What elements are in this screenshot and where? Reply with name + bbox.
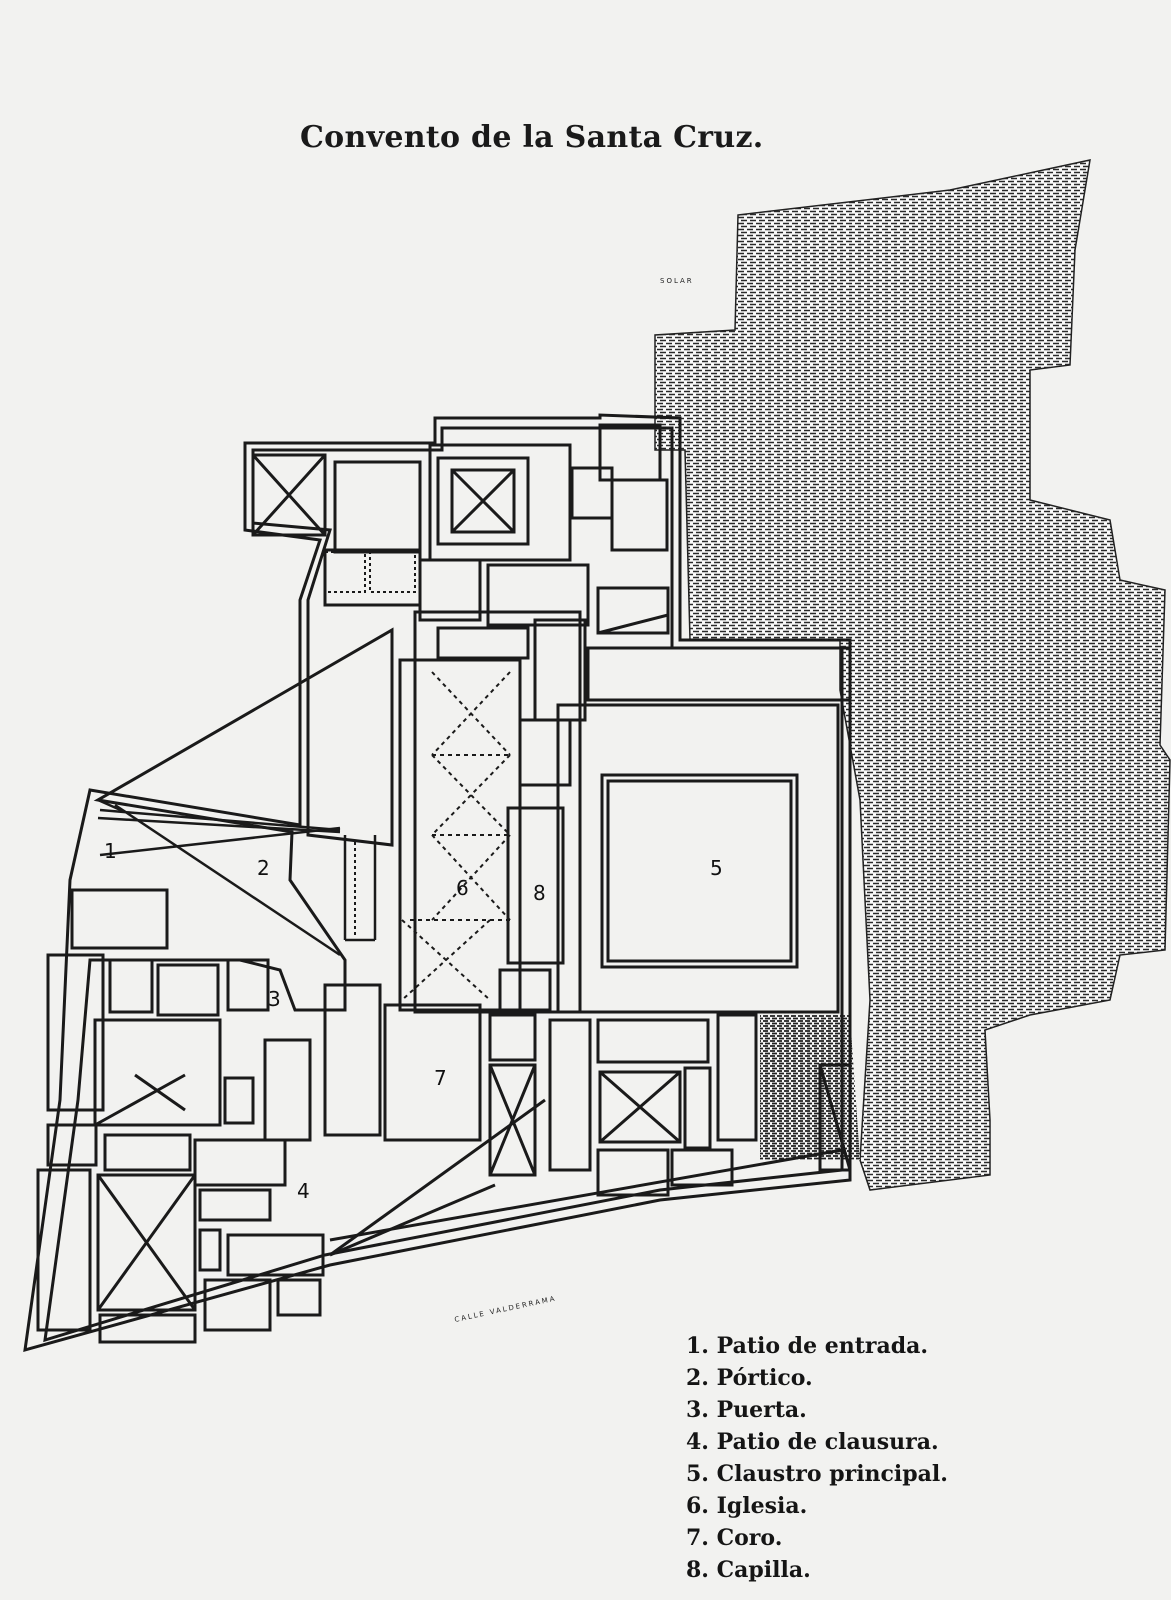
legend-item-1: 1. Patio de entrada. [686, 1333, 929, 1359]
legend-item-8: 8. Capilla. [686, 1557, 811, 1583]
north-wing [251, 423, 670, 635]
church-vault-lines [401, 671, 511, 1001]
plan-number-8: 8 [533, 881, 546, 905]
chapel-capilla [506, 806, 565, 965]
legend-item-3: 3. Puerta. [686, 1397, 807, 1423]
solar-label: SOLAR [660, 277, 694, 285]
street-label: CALLE VALDERRAMA [454, 1295, 557, 1324]
plan-number-2: 2 [257, 856, 270, 880]
building-walls [23, 413, 852, 1353]
plan-number-3: 3 [268, 987, 281, 1011]
north-wing-dotted [324, 551, 416, 593]
plan-number-6: 6 [456, 876, 469, 900]
south-east-rooms [329, 1013, 852, 1242]
plan-number-5: 5 [710, 856, 723, 880]
west-rooms [46, 888, 592, 1177]
plan-number-4: 4 [297, 1179, 310, 1203]
entrance-patio-portico [97, 798, 377, 957]
legend-item-4: 4. Patio de clausura. [686, 1429, 939, 1455]
church-iglesia [398, 610, 587, 1014]
main-cloister [556, 646, 852, 1014]
solar-hatched-area [654, 159, 1171, 1191]
chapel-annex [498, 968, 552, 1012]
plan-number-1: 1 [104, 839, 117, 863]
map-title: Convento de la Santa Cruz. [300, 120, 764, 155]
legend-item-6: 6. Iglesia. [686, 1493, 808, 1519]
solar-dense-patch [760, 1015, 860, 1160]
patio-de-clausura [36, 1098, 546, 1344]
legend-item-7: 7. Coro. [686, 1525, 783, 1551]
legend: 1. Patio de entrada. 2. Pórtico. 3. Puer… [686, 1330, 948, 1586]
legend-item-5: 5. Claustro principal. [686, 1461, 948, 1487]
legend-item-2: 2. Pórtico. [686, 1365, 813, 1391]
plan-number-7: 7 [434, 1066, 447, 1090]
